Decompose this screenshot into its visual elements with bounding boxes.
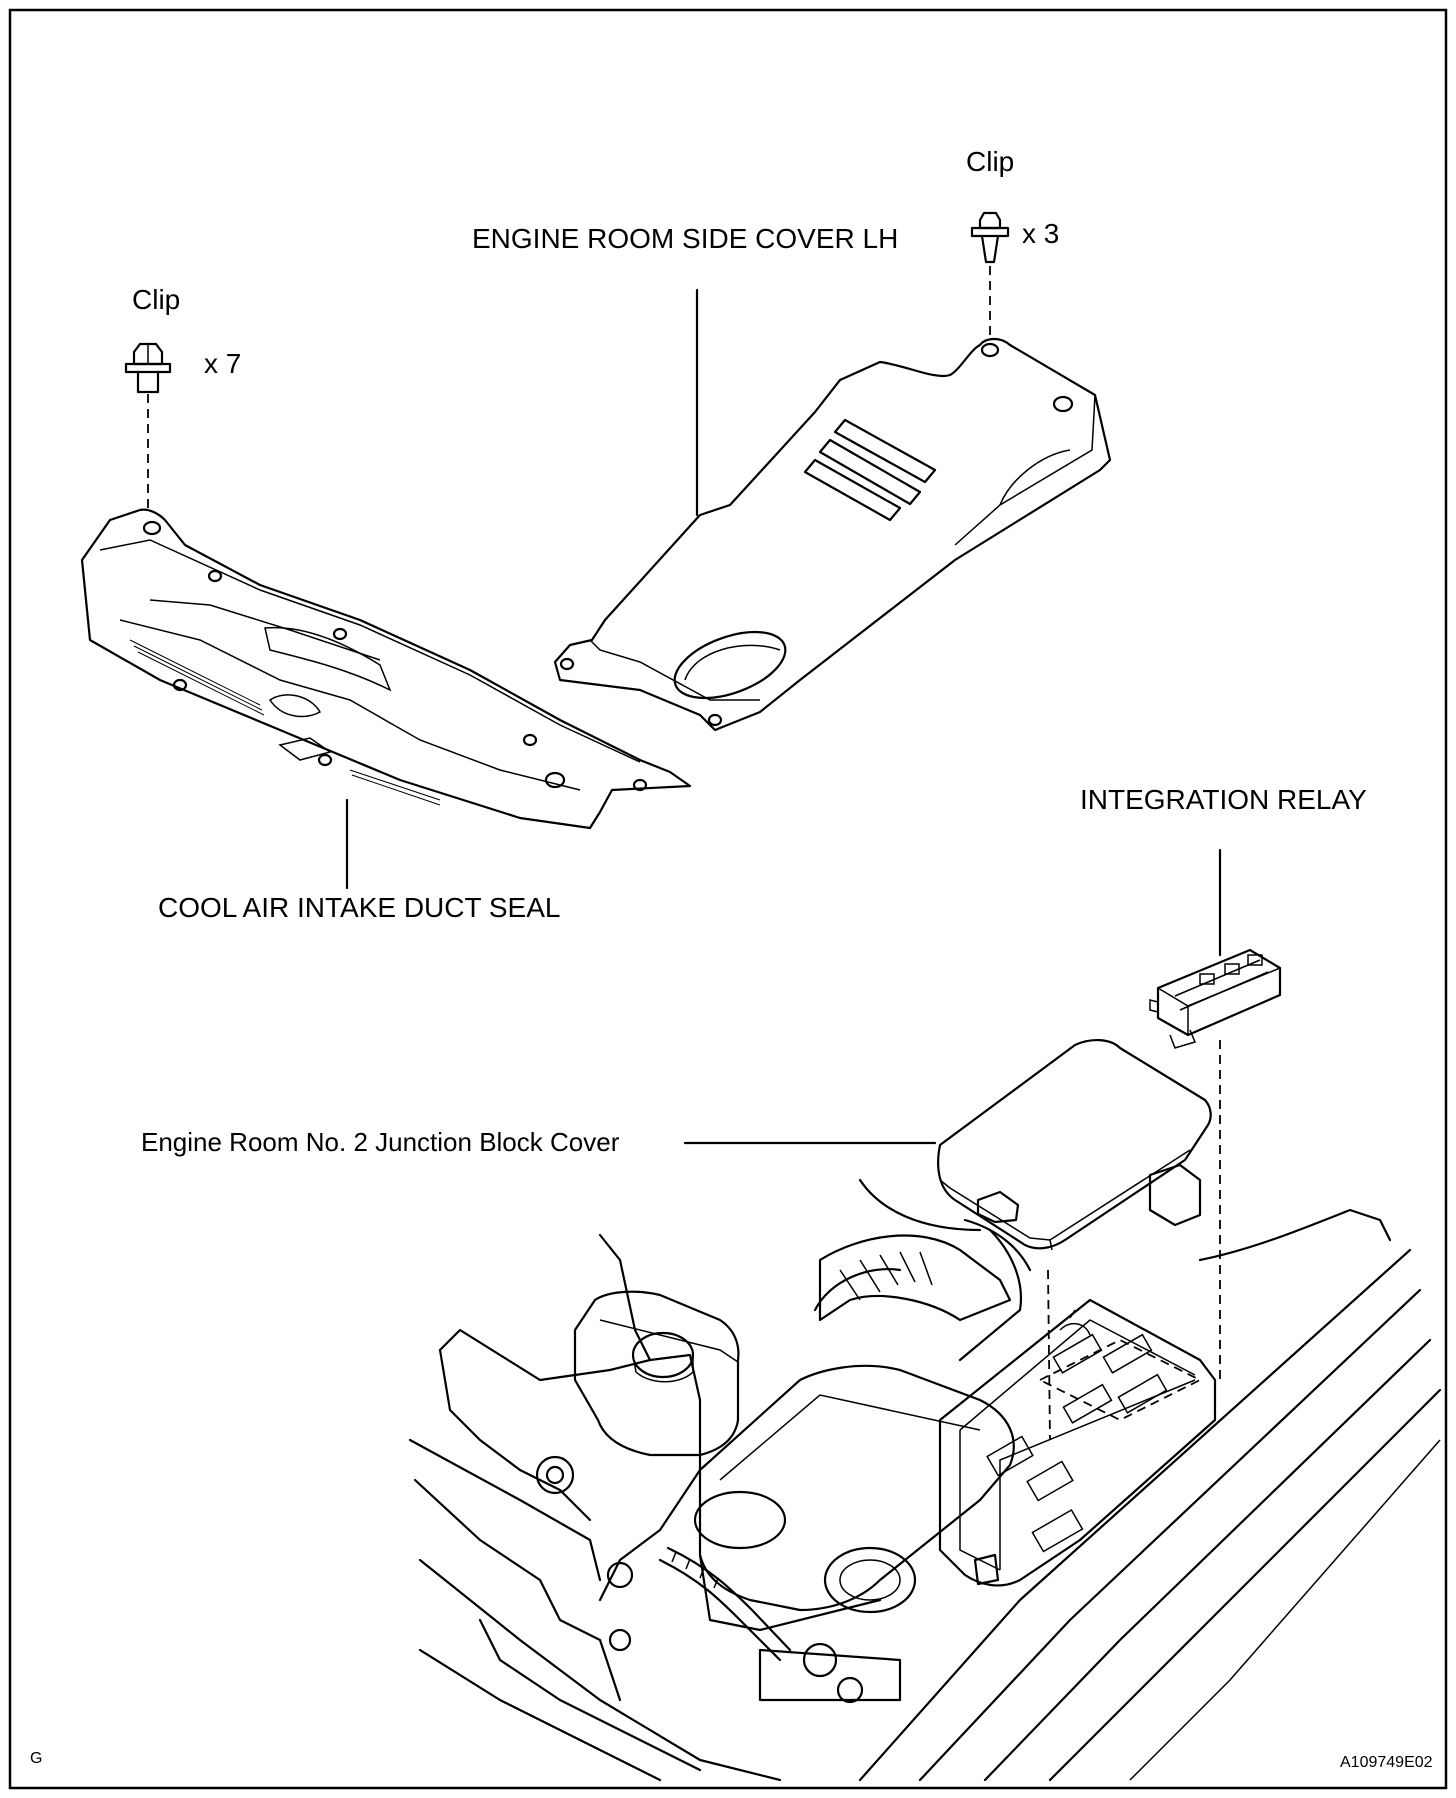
clip-left-label: Clip [132,284,181,315]
duct-seal-label: COOL AIR INTAKE DUCT SEAL [158,892,561,923]
side-cover-lh-part [553,337,1112,732]
relay-label: INTEGRATION RELAY [1080,784,1367,815]
junction-block-cover-part [937,1039,1212,1251]
clip-left-icon [124,342,172,394]
cool-air-intake-duct-seal-part [80,508,692,830]
figure-id: A109749E02 [1340,1754,1433,1771]
junction-cover-label: Engine Room No. 2 Junction Block Cover [141,1127,620,1157]
clip-right-label: Clip [966,146,1015,177]
corner-code: G [30,1750,43,1767]
clip-left-quantity: x 7 [204,348,242,379]
engine-room-assembly [408,1178,1442,1782]
cover-guide [1047,1269,1051,1441]
clip-right-quantity: x 3 [1022,218,1060,249]
figure-border [8,8,1448,1790]
side-cover-label: ENGINE ROOM SIDE COVER LH [472,223,899,254]
clip-right-icon [970,211,1010,264]
integration-relay-part [1149,948,1282,1049]
